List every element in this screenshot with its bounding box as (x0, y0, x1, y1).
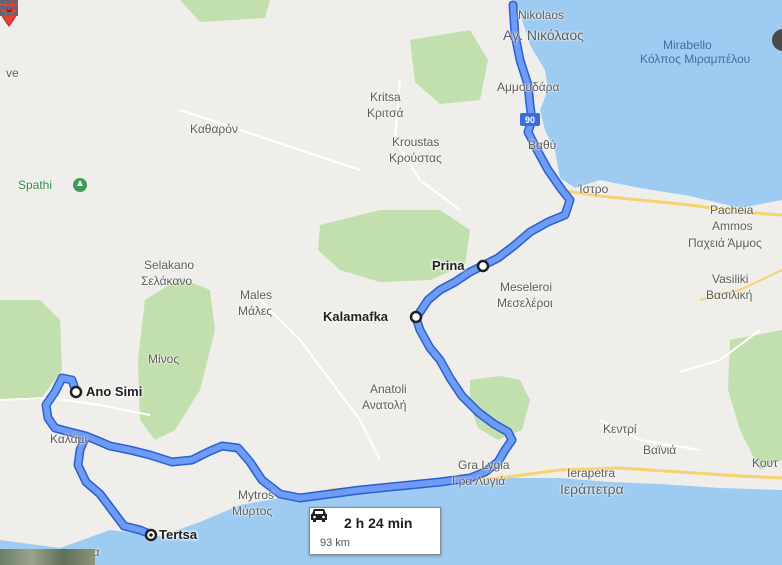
place-label-vasiliki-gr: Βασιλική (706, 288, 753, 302)
place-label-ierapetra-gr: Ιεράπετρα (560, 481, 624, 497)
place-label-kout: Κουτ (752, 456, 778, 470)
place-label-pacheia-en: Pacheia (710, 203, 754, 217)
place-label: ve (6, 66, 19, 80)
car-icon (311, 509, 327, 522)
place-label-pacheia-en2: Ammos (712, 219, 753, 233)
waypoint-label-kalamafka[interactable]: Kalamafka (323, 309, 389, 324)
place-label-gra-lygia-en: Gra Lygia (458, 458, 510, 472)
place-label-spathi[interactable]: Spathi (18, 178, 53, 192)
place-label-kritsa-gr: Κριτσά (367, 106, 404, 120)
place-label-kroustas-gr: Κρούστας (389, 151, 442, 165)
satellite-thumbnail[interactable] (0, 549, 95, 565)
waypoint-kalamafka-marker[interactable] (409, 310, 423, 324)
place-label-minos: Μίνος (148, 352, 180, 366)
waypoint-prina-marker[interactable] (476, 259, 490, 273)
place-label-nikolaos-en: Nikolaos (518, 8, 565, 22)
route-duration: 2 h 24 min (344, 515, 413, 531)
place-label-kavaron: Καθαρόν (190, 122, 238, 136)
place-label-vainia: Βαϊνιά (643, 443, 677, 457)
place-label-selakano-en: Selakano (144, 258, 195, 272)
route-line[interactable] (43, 2, 573, 537)
route-info-box[interactable]: 2 h 24 min 93 km (309, 507, 441, 555)
place-label-nikolaos-gr: Αγ. Νικόλαος (503, 27, 584, 43)
place-label-istro: Ίστρο (578, 182, 609, 196)
waypoint-ano-simi-marker[interactable] (69, 385, 83, 399)
place-label-vathi: Βαθύ (528, 138, 557, 152)
svg-text:90: 90 (525, 115, 535, 125)
place-label-meseleroi-gr: Μεσελέροι (497, 296, 553, 310)
place-label-kroustas-en: Kroustas (392, 135, 440, 149)
place-label-kritsa-en: Kritsa (370, 90, 401, 104)
place-label-gra-lygia-gr: Γρα Λυγιά (452, 474, 506, 488)
place-label-ierapetra-en: Ierapetra (567, 466, 616, 480)
place-label-males-en: Males (240, 288, 273, 302)
grid-icon (0, 0, 18, 16)
place-label-pacheia-gr: Παχειά Άμμος (688, 236, 762, 250)
waypoint-label-tertsa[interactable]: Tertsa (159, 527, 198, 542)
place-label-vasiliki-en: Vasiliki (712, 272, 749, 286)
avatar[interactable] (772, 29, 782, 51)
place-label-meseleroi-en: Meseleroi (500, 280, 553, 294)
road-90-shield (520, 113, 540, 126)
place-label-anatoli-en: Anatoli (370, 382, 407, 396)
place-label-kalami: Καλάμι (50, 432, 88, 446)
waypoint-label-prina[interactable]: Prina (432, 258, 465, 273)
place-label-myrtos-gr: Μύρτος (232, 504, 273, 518)
place-label-selakano-gr: Σελάκανο (141, 274, 192, 288)
place-label-kentri: Κεντρί (603, 422, 637, 436)
spathi-place-icon[interactable] (73, 178, 87, 192)
place-label-mirabello-gr: Κόλπος Μιραμπέλου (640, 52, 751, 66)
route-distance: 93 km (320, 537, 350, 549)
place-label-myrtos-en: Mytros (238, 488, 274, 502)
place-label-anatoli-gr: Ανατολή (362, 398, 407, 412)
place-label-mirabello-en: Mirabello (663, 38, 712, 52)
place-label-males-gr: Μάλες (238, 304, 273, 318)
place-label-ammoudara: Αμμουδάρα (497, 80, 560, 94)
waypoint-label-ano-simi[interactable]: Ano Simi (86, 384, 143, 399)
